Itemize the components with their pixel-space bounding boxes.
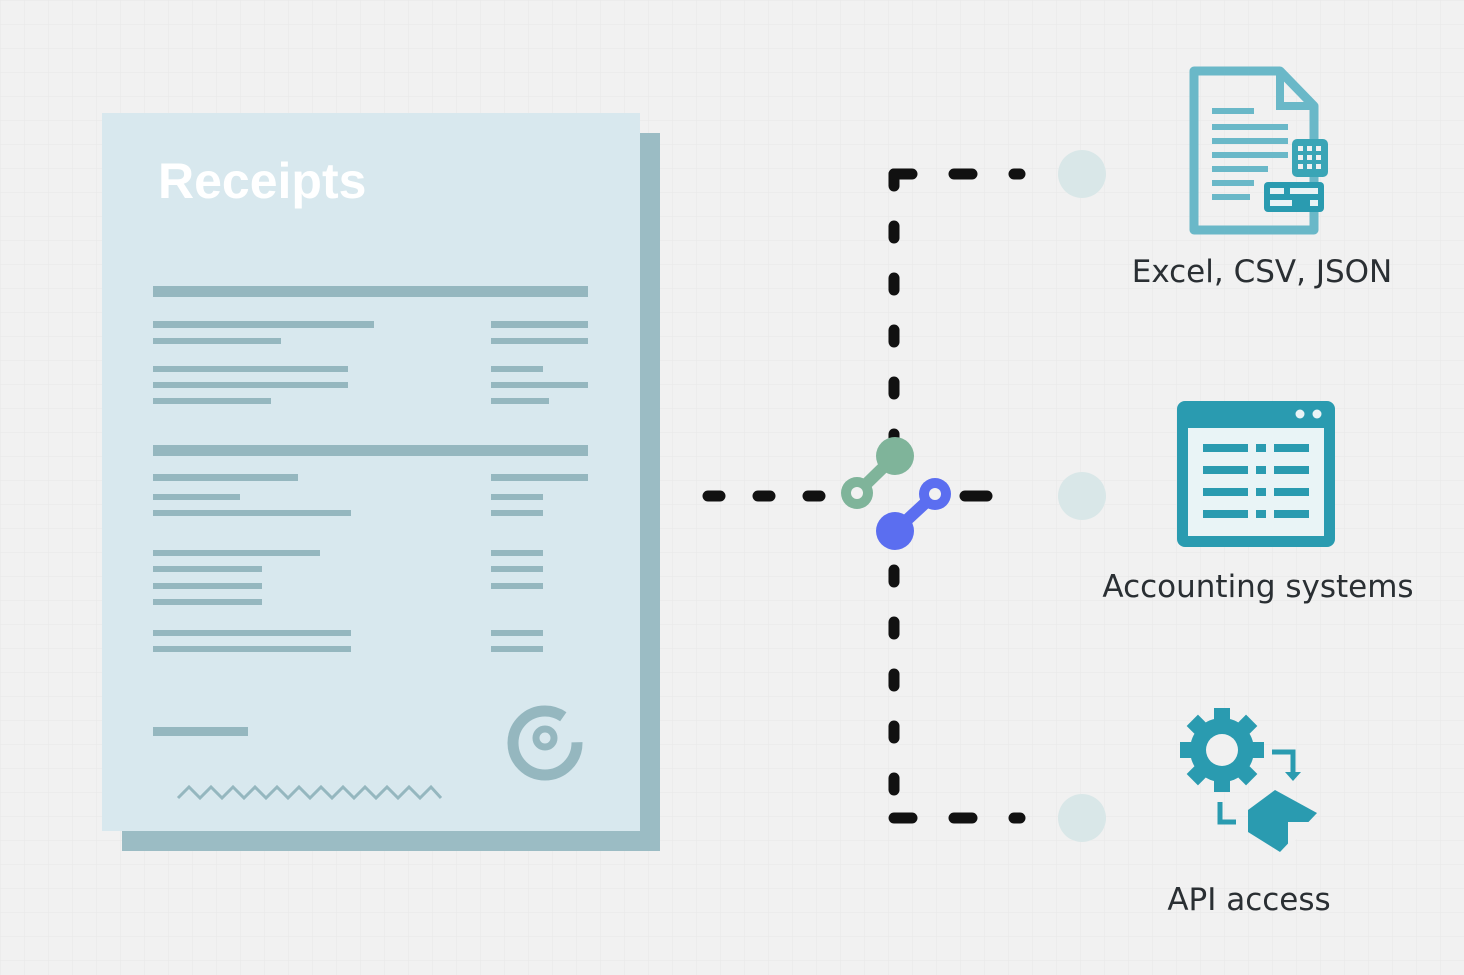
- link-connection-icon: [841, 437, 951, 550]
- document-title: Receipts: [158, 153, 366, 209]
- browser-window-icon: [1177, 401, 1335, 547]
- output-node-2: [1058, 472, 1106, 520]
- document-text-lines: [153, 286, 588, 736]
- output-node-3: [1058, 794, 1106, 842]
- stamp-icon: [507, 705, 583, 781]
- connector-lines: [702, 168, 1026, 824]
- output-label-excel-csv-json: Excel, CSV, JSON: [1132, 254, 1392, 290]
- signature-zigzag: [176, 784, 443, 801]
- spreadsheet-document-icon: [1189, 66, 1328, 235]
- output-label-accounting-systems: Accounting systems: [1102, 569, 1413, 605]
- output-node-1: [1058, 150, 1106, 198]
- output-label-api-access: API access: [1167, 882, 1330, 918]
- receipt-document: Receipts: [102, 113, 660, 851]
- document-page: [102, 113, 640, 831]
